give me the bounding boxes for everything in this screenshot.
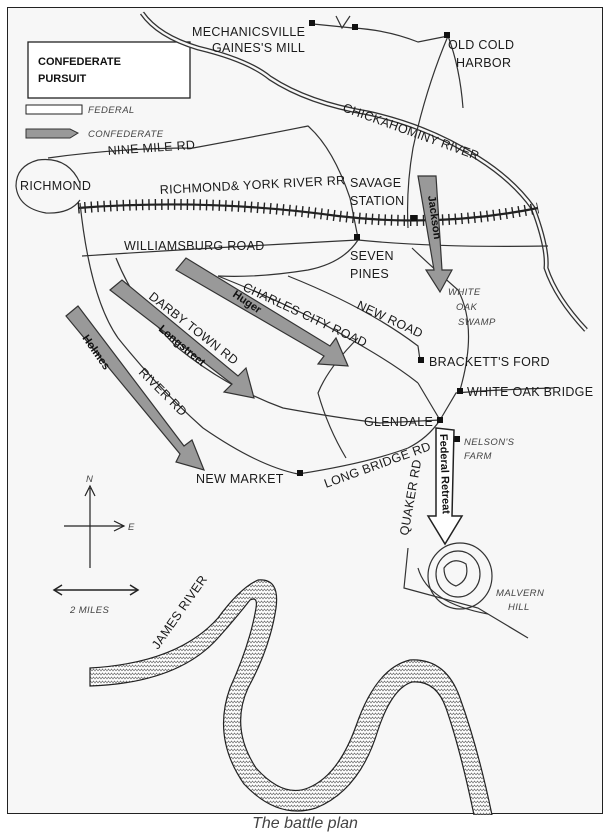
- seven-pines-marker: [354, 234, 360, 240]
- seven-pines-label-2: PINES: [350, 267, 389, 281]
- white-oak-bridge-label: WHITE OAK BRIDGE: [467, 385, 593, 399]
- jackson-arrow: Jackson: [417, 175, 454, 294]
- legend-federal-swatch: [25, 104, 83, 115]
- white-oak-swamp-label-2: OAK: [456, 302, 478, 313]
- seven-pines-label: SEVEN: [350, 249, 394, 263]
- scale-label: 2 MILES: [69, 605, 109, 616]
- williamsburg-label: WILLIAMSBURG ROAD: [124, 239, 265, 253]
- old-cold-harbor-label: OLD COLD: [448, 38, 514, 52]
- federal-retreat-arrow: Federal Retreat: [426, 427, 464, 546]
- legend-box: [27, 41, 191, 99]
- richmond-label: RICHMOND: [20, 179, 91, 193]
- scale-bar: 2 MILES: [52, 584, 140, 616]
- legend-confederate-label: CONFEDERATE: [88, 129, 164, 140]
- railroad-label: RICHMOND& YORK RIVER RR: [159, 173, 345, 197]
- new-market-marker: [297, 470, 303, 476]
- compass: N E: [64, 474, 135, 568]
- northern-roads: MECHANICSVILLE GAINES'S MILL OLD COLD HA…: [192, 15, 514, 229]
- gaines-mill-marker: [352, 24, 358, 30]
- malvern-hill-label-2: HILL: [508, 602, 530, 613]
- new-market-label: NEW MARKET: [196, 472, 284, 486]
- compass-east: E: [128, 522, 135, 533]
- map-frame: CONFEDERATE PURSUIT FEDERAL CONFEDERATE …: [7, 7, 603, 815]
- nine-mile-road: [47, 125, 359, 239]
- savage-station-marker: [411, 215, 417, 221]
- mechanicsville-marker: [309, 20, 315, 26]
- legend-title-2: PURSUIT: [38, 73, 87, 85]
- legend: CONFEDERATE PURSUIT FEDERAL CONFEDERATE: [25, 41, 191, 140]
- glendale-label: GLENDALE: [364, 415, 433, 429]
- quaker-label: QUAKER RD: [397, 458, 424, 536]
- federal-retreat-label: Federal Retreat: [437, 434, 452, 515]
- nelsons-farm-label-2: FARM: [464, 451, 492, 462]
- nine-mile-label: NINE MILE RD: [107, 138, 195, 158]
- chickahominy-label: CHICKAHOMINY RIVER: [341, 101, 481, 163]
- nelsons-farm-label: NELSON'S: [464, 437, 515, 448]
- compass-north: N: [86, 474, 93, 485]
- legend-title: CONFEDERATE: [38, 56, 121, 68]
- richmond: RICHMOND: [15, 158, 91, 214]
- savage-station-label-2: STATION: [350, 194, 404, 208]
- james-river: JAMES RIVER: [89, 573, 493, 815]
- old-cold-harbor-marker: [444, 32, 450, 38]
- legend-federal-label: FEDERAL: [88, 105, 135, 116]
- williamsburg-road: [81, 239, 549, 257]
- nelsons-farm-marker: [454, 436, 460, 442]
- legend-confederate-swatch: [25, 128, 80, 139]
- savage-station-label: SAVAGE: [350, 176, 401, 190]
- white-oak-swamp-label-3: SWAMP: [458, 317, 496, 328]
- malvern-hill-label: MALVERN: [496, 588, 544, 599]
- gaines-mill-label: GAINES'S MILL: [212, 41, 305, 55]
- glendale-marker: [437, 417, 443, 423]
- mechanicsville-label: MECHANICSVILLE: [192, 25, 305, 39]
- battle-map: CONFEDERATE PURSUIT FEDERAL CONFEDERATE …: [15, 11, 593, 815]
- railroad: RICHMOND& YORK RIVER RR: [77, 173, 540, 226]
- white-oak-bridge-marker: [457, 388, 463, 394]
- bracketts-ford-marker: [418, 357, 424, 363]
- malvern-hill: MALVERN HILL: [403, 542, 544, 639]
- bracketts-ford-label: BRACKETT'S FORD: [429, 355, 550, 369]
- old-cold-harbor-label-2: HARBOR: [456, 56, 511, 70]
- figure-caption: The battle plan: [252, 815, 358, 832]
- white-oak-swamp-label: WHITE: [448, 287, 481, 298]
